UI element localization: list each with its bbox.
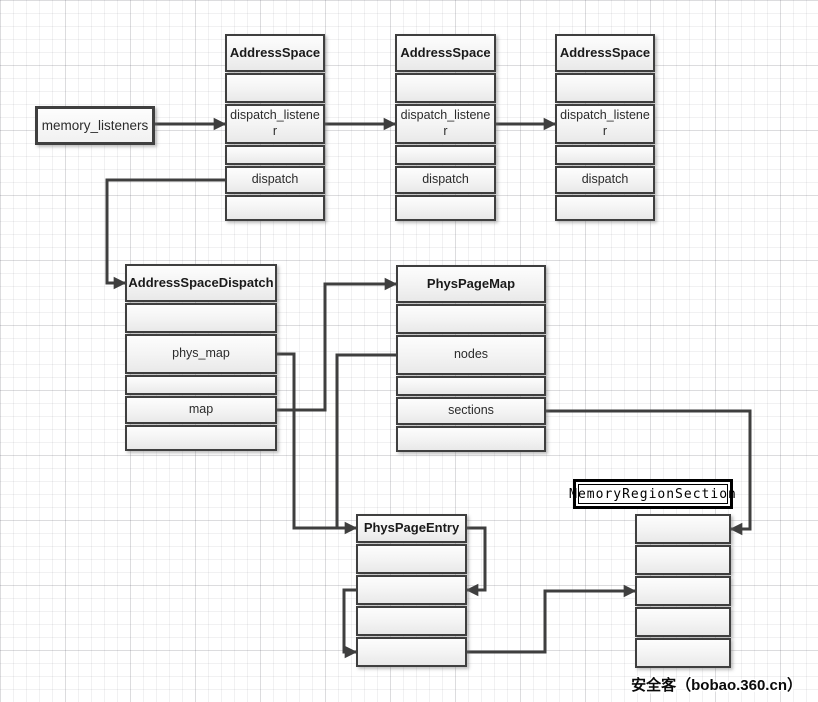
empty-cell <box>225 73 325 103</box>
empty-cell <box>225 195 325 221</box>
empty-cell <box>635 576 731 606</box>
empty-cell <box>635 607 731 637</box>
field-dispatch-listener: dispatch_listener <box>395 104 496 144</box>
empty-cell <box>635 545 731 575</box>
phys-page-entry-box: PhysPageEntry <box>356 514 467 667</box>
empty-cell <box>555 73 655 103</box>
line-nodes-to-physpageentry <box>335 353 396 528</box>
empty-cell <box>555 195 655 221</box>
address-space-box-3: AddressSpace dispatch_listener dispatch <box>555 34 655 221</box>
arrow-sections-to-memoryregionsection <box>546 409 752 536</box>
address-space-dispatch-title: AddressSpaceDispatch <box>125 264 277 302</box>
empty-cell <box>396 376 546 396</box>
address-space-box-2: AddressSpace dispatch_listener dispatch <box>395 34 496 221</box>
field-nodes: nodes <box>396 335 546 375</box>
field-phys-map: phys_map <box>125 334 277 374</box>
arrow-map-to-physpagemap <box>277 277 398 412</box>
empty-cell <box>356 637 467 667</box>
memory-region-section-label-box: MemoryRegionSection <box>569 479 736 509</box>
empty-cell <box>356 575 467 605</box>
empty-cell <box>225 145 325 165</box>
memory-region-section-box <box>635 514 731 668</box>
phys-page-map-box: PhysPageMap nodes sections <box>396 265 546 452</box>
memory-region-section-label: MemoryRegionSection <box>569 486 737 502</box>
arrow-as1-dispatch-to-aspdispatch <box>105 178 225 290</box>
memory-listeners-box: memory_listeners <box>35 106 155 145</box>
empty-cell <box>125 425 277 451</box>
field-sections: sections <box>396 397 546 425</box>
arrow-ppe-left-self-loop <box>342 588 358 659</box>
phys-page-entry-title: PhysPageEntry <box>356 514 467 543</box>
watermark-text: 安全客（bobao.360.cn） <box>631 677 802 694</box>
address-space-2-title: AddressSpace <box>395 34 496 72</box>
field-dispatch: dispatch <box>555 166 655 194</box>
empty-cell <box>635 638 731 668</box>
field-dispatch: dispatch <box>395 166 496 194</box>
empty-cell <box>395 73 496 103</box>
empty-cell <box>356 544 467 574</box>
field-map: map <box>125 396 277 424</box>
empty-cell <box>395 195 496 221</box>
arrow-physmap-to-physpageentry <box>277 352 358 535</box>
empty-cell <box>555 145 655 165</box>
field-dispatch-listener: dispatch_listener <box>555 104 655 144</box>
field-dispatch-listener: dispatch_listener <box>225 104 325 144</box>
address-space-1-title: AddressSpace <box>225 34 325 72</box>
address-space-3-title: AddressSpace <box>555 34 655 72</box>
address-space-box-1: AddressSpace dispatch_listener dispatch <box>225 34 325 221</box>
empty-cell <box>396 426 546 452</box>
empty-cell <box>125 375 277 395</box>
empty-cell <box>635 514 731 544</box>
empty-cell <box>356 606 467 636</box>
memory-listeners-label: memory_listeners <box>41 118 149 133</box>
phys-page-map-title: PhysPageMap <box>396 265 546 303</box>
empty-cell <box>395 145 496 165</box>
field-dispatch: dispatch <box>225 166 325 194</box>
empty-cell <box>396 304 546 334</box>
address-space-dispatch-box: AddressSpaceDispatch phys_map map <box>125 264 277 451</box>
arrow-ppe-to-memoryregionsection <box>467 584 637 654</box>
arrow-ppe-header-self-loop <box>465 526 487 597</box>
empty-cell <box>125 303 277 333</box>
